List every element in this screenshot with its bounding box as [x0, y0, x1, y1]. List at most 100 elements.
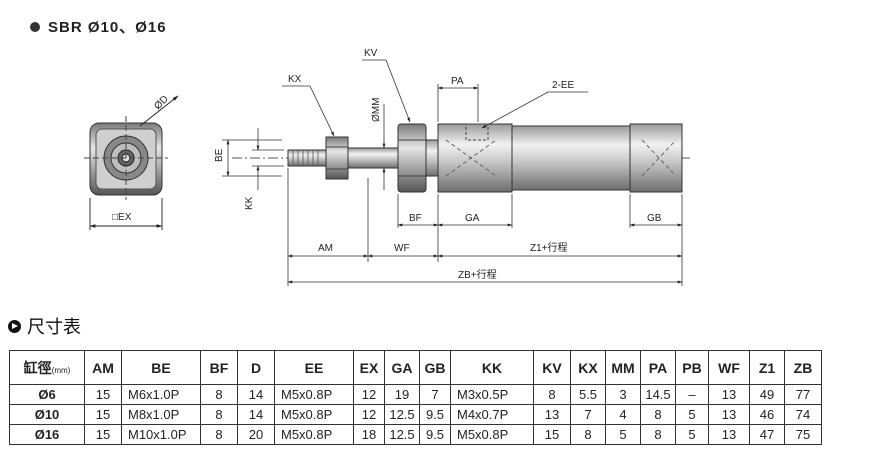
table-cell: 7 [419, 384, 451, 405]
table-cell: 9.5 [419, 424, 451, 445]
table-cell: 5.5 [570, 384, 606, 405]
cylinder-drawing: ØD □EX [84, 48, 690, 286]
table-cell: 14 [237, 384, 275, 405]
header-cell: GB [419, 350, 451, 385]
wf-label: WF [394, 243, 410, 254]
ex-label: □EX [112, 212, 132, 223]
row-bore: Ø6 [9, 384, 85, 405]
table-cell: 4 [605, 404, 641, 425]
section-heading: 尺寸表 [8, 313, 81, 339]
kk-label: KK [244, 196, 255, 210]
zb-label: ZB+行程 [458, 268, 497, 281]
page-title: SBR Ø10、Ø16 [30, 16, 167, 37]
table-cell: M5x0.8P [274, 404, 354, 425]
table-cell: M5x0.8P [274, 424, 354, 445]
table-cell: 75 [784, 424, 822, 445]
bf-label: BF [409, 213, 422, 224]
table-cell: 5 [675, 424, 709, 445]
table-cell: 46 [749, 404, 785, 425]
side-view [232, 123, 690, 193]
table-cell: 8 [640, 424, 676, 445]
table-cell: 8 [200, 384, 238, 405]
am-label: AM [318, 243, 333, 254]
table-cell: 19 [384, 384, 420, 405]
dimension-table: 缸徑(mm) AM BE BF D EE EX GA GB KK KV KX M… [9, 350, 822, 445]
header-cell: PA [640, 350, 676, 385]
header-cell: D [237, 350, 275, 385]
header-cell: PB [675, 350, 709, 385]
header-cell: AM [84, 350, 122, 385]
table-cell: 12.5 [384, 404, 420, 425]
bullet-icon [30, 21, 40, 32]
table-cell: M5x0.8P [450, 424, 534, 445]
table-cell: 13 [708, 424, 750, 445]
ga-label: GA [465, 213, 480, 224]
table-cell: 13 [708, 384, 750, 405]
table-cell: M3x0.5P [450, 384, 534, 405]
header-cell: KX [570, 350, 606, 385]
table-cell: 47 [749, 424, 785, 445]
omm-label: ØMM [371, 98, 382, 122]
header-bore: 缸徑(mm) [9, 350, 85, 385]
page-title-text: SBR Ø10、Ø16 [48, 19, 167, 36]
table-cell: 5 [605, 424, 641, 445]
table-cell: 12.5 [384, 424, 420, 445]
table-cell: 14 [237, 404, 275, 425]
table-cell: 15 [84, 404, 122, 425]
section-title: 尺寸表 [27, 317, 81, 337]
table-cell: 9.5 [419, 404, 451, 425]
header-cell: KK [450, 350, 534, 385]
kx-label: KX [288, 74, 302, 85]
table-row: Ø16 15 M10x1.0P 8 20 M5x0.8P 18 12.5 9.5… [9, 424, 822, 445]
z1-label: Z1+行程 [530, 241, 568, 254]
header-cell: BE [121, 350, 201, 385]
table-cell: M10x1.0P [121, 424, 201, 445]
table-cell: 20 [237, 424, 275, 445]
table-cell: 8 [200, 404, 238, 425]
table-header-row: 缸徑(mm) AM BE BF D EE EX GA GB KK KV KX M… [9, 350, 822, 385]
table-cell: 15 [84, 424, 122, 445]
header-cell: GA [384, 350, 420, 385]
table-cell: 12 [353, 384, 385, 405]
table-cell: 74 [784, 404, 822, 425]
gb-label: GB [647, 213, 662, 224]
kv-label: KV [364, 48, 378, 59]
od-label: ØD [152, 94, 170, 112]
table-cell: 18 [353, 424, 385, 445]
table-row: Ø10 15 M8x1.0P 8 14 M5x0.8P 12 12.5 9.5 … [9, 404, 822, 425]
table-cell: 13 [533, 404, 571, 425]
table-cell: 5 [675, 404, 709, 425]
table-cell: M8x1.0P [121, 404, 201, 425]
header-cell: EE [274, 350, 354, 385]
table-cell: 15 [84, 384, 122, 405]
table-cell: 15 [533, 424, 571, 445]
table-cell: 49 [749, 384, 785, 405]
dimension-lines [222, 59, 683, 286]
header-cell: MM [605, 350, 641, 385]
table-cell: M5x0.8P [274, 384, 354, 405]
end-view: ØD □EX [84, 94, 179, 230]
table-cell: 77 [784, 384, 822, 405]
pa-label: PA [451, 76, 464, 87]
ee-label: 2-EE [552, 80, 575, 91]
table-cell: 8 [533, 384, 571, 405]
row-bore: Ø10 [9, 404, 85, 425]
table-cell: 14.5 [640, 384, 676, 405]
table-cell: 13 [708, 404, 750, 425]
table-cell: M4x0.7P [450, 404, 534, 425]
table-cell: 7 [570, 404, 606, 425]
table-cell: 12 [353, 404, 385, 425]
header-cell: Z1 [749, 350, 785, 385]
row-bore: Ø16 [9, 424, 85, 445]
play-circle-icon [8, 319, 21, 333]
table-cell: 8 [640, 404, 676, 425]
header-cell: BF [200, 350, 238, 385]
table-cell: M6x1.0P [121, 384, 201, 405]
header-cell: EX [353, 350, 385, 385]
header-cell: KV [533, 350, 571, 385]
be-label: BE [214, 148, 225, 162]
table-cell: 8 [200, 424, 238, 445]
header-cell: ZB [784, 350, 822, 385]
table-row: Ø6 15 M6x1.0P 8 14 M5x0.8P 12 19 7 M3x0.… [9, 384, 822, 405]
table-cell: – [675, 384, 709, 405]
